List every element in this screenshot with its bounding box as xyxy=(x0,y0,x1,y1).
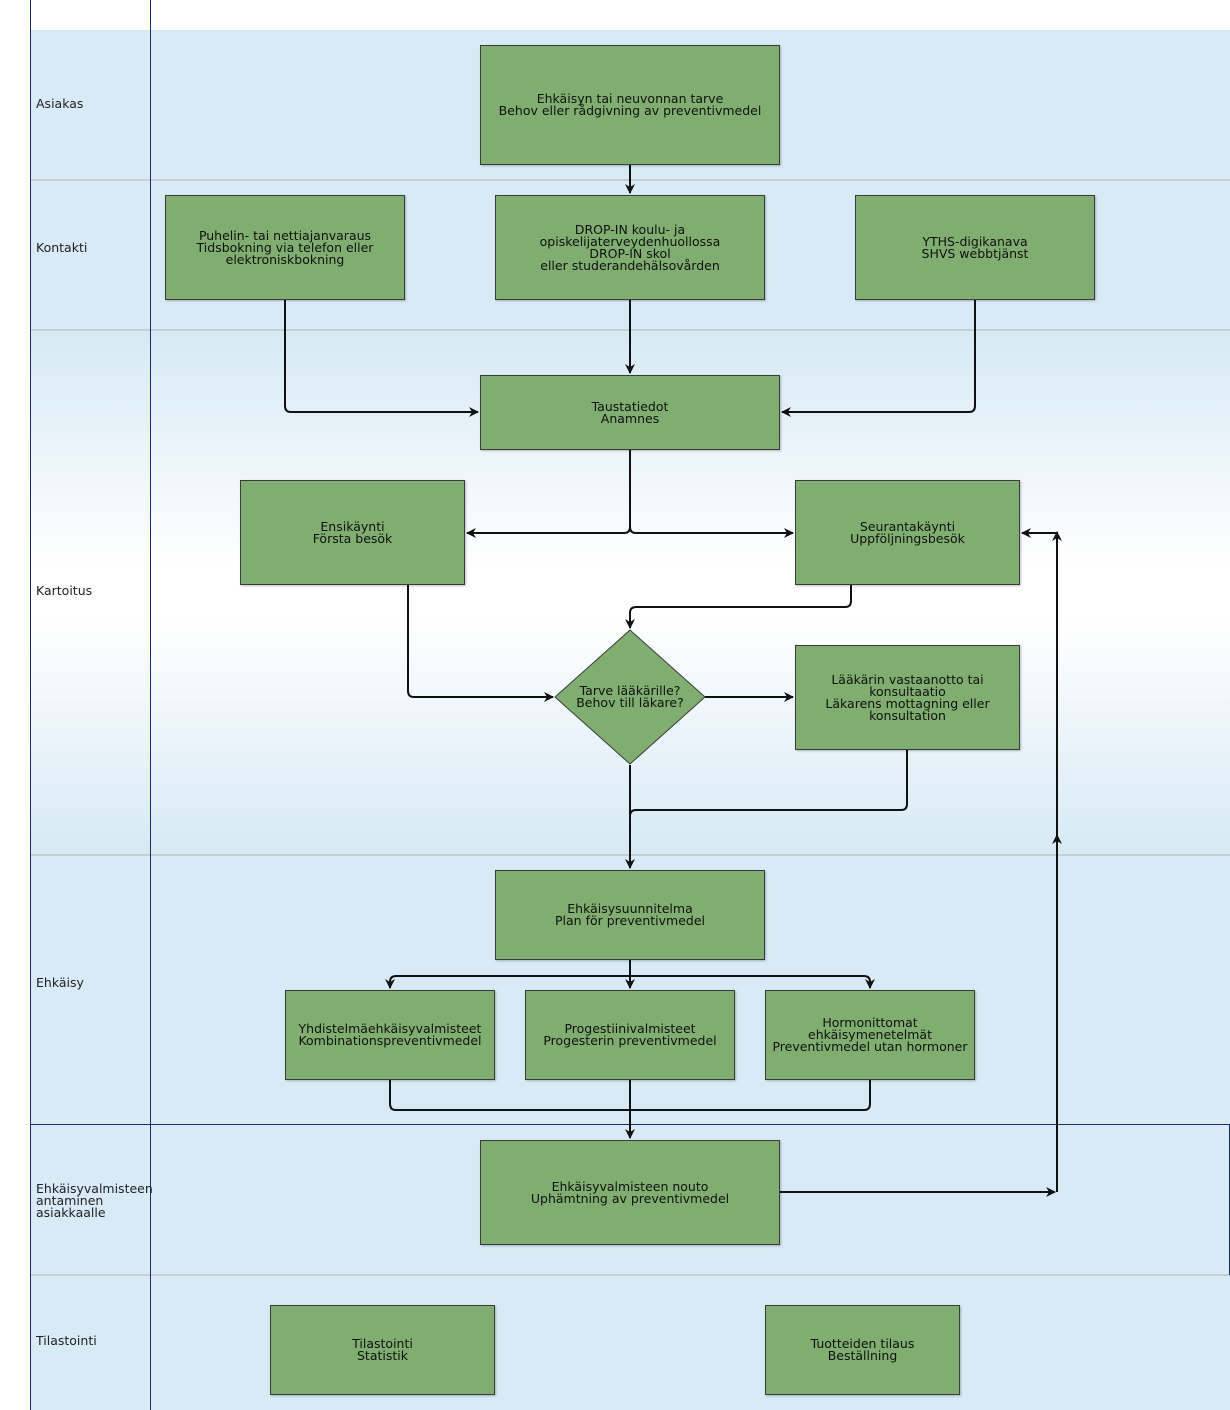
node-order-fi: Tuotteiden tilaus xyxy=(810,1336,915,1351)
node-doctor[interactable]: Lääkärin vastaanotto tai konsultaatio Lä… xyxy=(795,645,1020,750)
decision-diamond xyxy=(554,629,706,765)
node-decision-sv: Behov till läkare? xyxy=(576,695,684,710)
node-stats-fi: Tilastointi xyxy=(352,1336,413,1351)
node-phone-fi: Puhelin- tai nettiajanvaraus xyxy=(198,227,372,243)
node-followup-sv: Uppföljningsbesök xyxy=(850,530,965,546)
node-combo-fi: Yhdistelmäehkäisyvalmisteet xyxy=(298,1021,482,1036)
edge-digi-anamnesis xyxy=(781,300,976,417)
edge-followup-decision xyxy=(625,585,852,629)
node-digi-fi: YTHS-digikanava xyxy=(922,233,1028,249)
node-need[interactable]: Ehkäisyn tai neuvonnan tarve Behov eller… xyxy=(480,45,780,165)
pool-left-border xyxy=(30,0,31,1410)
node-nonhormonal[interactable]: Hormonittomat ehkäisymenetelmät Preventi… xyxy=(765,990,975,1080)
node-decision-fi: Tarve lääkärille? xyxy=(579,683,681,698)
node-first-visit[interactable]: Ensikäynti Första besök xyxy=(240,480,465,585)
node-doctor-sv: Läkarens mottagning eller konsultation xyxy=(825,695,990,723)
node-plan-sv: Plan för preventivmedel xyxy=(555,913,705,928)
node-phone-booking[interactable]: Puhelin- tai nettiajanvaraus Tidsbokning… xyxy=(165,195,405,300)
node-followup-visit[interactable]: Seurantakäynti Uppföljningsbesök xyxy=(795,480,1020,585)
lane-label-asiakas: Asiakas xyxy=(36,96,84,111)
lane-label-kontakti: Kontakti xyxy=(36,240,88,255)
node-first-fi: Ensikäynti xyxy=(320,518,385,534)
node-statistics[interactable]: Tilastointi Statistik xyxy=(270,1305,495,1395)
edge-first-decision xyxy=(407,585,554,702)
node-nonhormonal-fi: Hormonittomat ehkäisymenetelmät xyxy=(808,1015,932,1042)
lane-tilastointi xyxy=(30,1275,1230,1410)
edge-phone-anamnesis xyxy=(284,300,479,417)
edge-combo-pickup xyxy=(389,1080,630,1111)
node-nonhormonal-sv: Preventivmedel utan hormoner xyxy=(772,1039,968,1054)
node-progestin-sv: Progesterin preventivmedel xyxy=(543,1033,717,1048)
node-dropin-fi: DROP-IN koulu- ja opiskelijaterveydenhuo… xyxy=(539,221,721,249)
node-doctor-fi: Lääkärin vastaanotto tai konsultaatio xyxy=(831,671,984,699)
node-dropin-sv: DROP-IN skol eller studerandehälsovården xyxy=(540,245,720,273)
edge-doctor-plan xyxy=(629,750,908,817)
node-need-sv: Behov eller rådgivning av preventivmedel xyxy=(498,103,762,118)
node-decision-doctor-need[interactable]: Tarve lääkärille? Behov till läkare? xyxy=(560,683,700,710)
node-anamnesis-sv: Anamnes xyxy=(600,410,660,426)
lane-label-tilastointi: Tilastointi xyxy=(36,1333,97,1348)
node-anamnesis[interactable]: Taustatiedot Anamnes xyxy=(480,375,780,450)
node-followup-fi: Seurantakäynti xyxy=(859,518,956,534)
edge-anamnesis-followup xyxy=(629,526,794,538)
lane-label-ehkaisy: Ehkäisy xyxy=(36,975,84,990)
node-progestin-fi: Progestiinivalmisteet xyxy=(564,1021,696,1036)
node-combo-sv: Kombinationspreventivmedel xyxy=(298,1033,482,1048)
node-need-fi: Ehkäisyn tai neuvonnan tarve xyxy=(536,91,724,106)
node-pickup-fi: Ehkäisyvalmisteen nouto xyxy=(551,1178,709,1194)
node-plan[interactable]: Ehkäisysuunnitelma Plan för preventivmed… xyxy=(495,870,765,960)
lane-separator xyxy=(30,1274,1230,1276)
node-digi-sv: SHVS webbtjänst xyxy=(921,245,1029,261)
node-pickup-sv: Uphämtning av preventivmedel xyxy=(530,1190,730,1206)
lane-header-divider xyxy=(150,0,151,1410)
node-product-order[interactable]: Tuotteiden tilaus Beställning xyxy=(765,1305,960,1395)
node-order-sv: Beställning xyxy=(827,1348,898,1363)
node-progestin[interactable]: Progestiinivalmisteet Progesterin preven… xyxy=(525,990,735,1080)
edge-nonhormonal-pickup xyxy=(630,1080,871,1111)
node-combination[interactable]: Yhdistelmäehkäisyvalmisteet Kombinations… xyxy=(285,990,495,1080)
node-digichannel[interactable]: YTHS-digikanava SHVS webbtjänst xyxy=(855,195,1095,300)
edge-split-combo xyxy=(385,975,630,989)
node-first-sv: Första besök xyxy=(312,530,393,546)
node-stats-sv: Statistik xyxy=(357,1348,408,1363)
node-phone-sv: Tidsbokning via telefon eller elektronis… xyxy=(196,239,374,267)
node-dropin[interactable]: DROP-IN koulu- ja opiskelijaterveydenhuo… xyxy=(495,195,765,300)
lane-label-antaminen: Ehkäisyvalmisteen antaminen asiakkaalle xyxy=(36,1181,153,1220)
edge-split-nonhormonal xyxy=(630,975,875,989)
node-anamnesis-fi: Taustatiedot xyxy=(591,398,669,414)
lane-label-kartoitus: Kartoitus xyxy=(36,583,93,598)
node-pickup[interactable]: Ehkäisyvalmisteen nouto Uphämtning av pr… xyxy=(480,1140,780,1245)
edge-anamnesis-first xyxy=(466,450,631,538)
node-plan-fi: Ehkäisysuunnitelma xyxy=(567,901,693,916)
